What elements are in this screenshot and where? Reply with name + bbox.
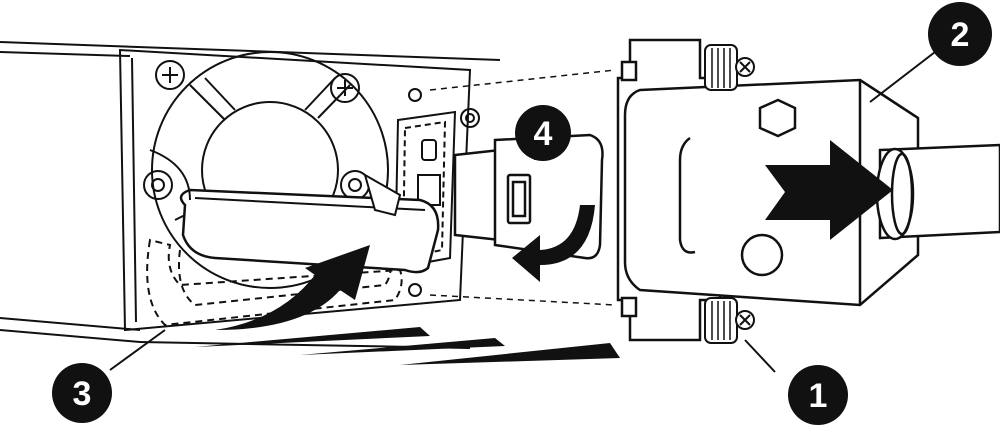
callout-number: 4: [534, 115, 553, 153]
motion-stripes: [195, 327, 620, 365]
callout-number: 1: [809, 377, 828, 415]
callout-number: 2: [951, 16, 970, 54]
callout-3: 3: [52, 363, 112, 423]
callout-2: 2: [928, 2, 992, 66]
callout-1: 1: [788, 365, 848, 425]
callout-4: 4: [515, 105, 571, 161]
callout-number: 3: [73, 375, 92, 413]
